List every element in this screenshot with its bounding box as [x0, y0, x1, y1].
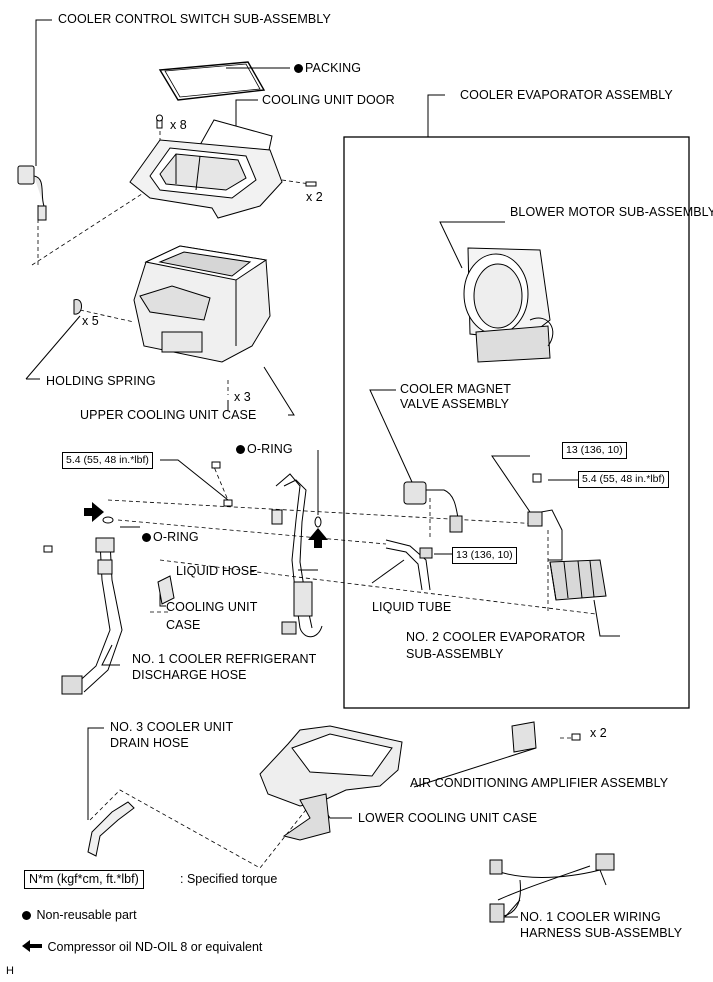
label-ac-amplifier: AIR CONDITIONING AMPLIFIER ASSEMBLY	[410, 776, 669, 790]
o-ring-left-part	[102, 516, 114, 524]
legend-non-reusable: Non-reusable part	[22, 908, 137, 923]
label-packing: PACKING	[294, 61, 361, 76]
blower-motor-part	[463, 247, 554, 363]
label-drain-hose-line2: DRAIN HOSE	[110, 736, 189, 750]
label-magnet-valve-line1: COOLER MAGNET	[400, 382, 512, 396]
drain-hose-part	[87, 801, 135, 857]
qty-springs: x 5	[82, 314, 99, 328]
label-blower-motor: BLOWER MOTOR SUB-ASSEMBLY	[510, 205, 713, 219]
cooler-control-switch-part	[17, 165, 47, 221]
torque-tube-nut: 13 (136, 10)	[452, 547, 517, 564]
oil-arrow-icon-left	[84, 502, 104, 522]
label-lower-case: LOWER COOLING UNIT CASE	[358, 811, 538, 825]
legend-torque-desc: : Specified torque	[180, 872, 278, 886]
packing-part	[158, 61, 266, 101]
label-wiring-harness-line2: HARNESS SUB-ASSEMBLY	[520, 926, 683, 940]
label-no2-evaporator-line1: NO. 2 COOLER EVAPORATOR	[406, 630, 586, 644]
o-ring-top-part	[314, 516, 322, 528]
label-liquid-hose: LIQUID HOSE	[176, 564, 258, 578]
qty-case-screws: x 3	[234, 390, 251, 404]
upper-cooling-unit-case-part	[133, 245, 271, 363]
label-drain-hose-line1: NO. 3 COOLER UNIT	[110, 720, 234, 734]
label-cooler-control-switch: COOLER CONTROL SWITCH SUB-ASSEMBLY	[58, 12, 331, 26]
discharge-hose-part	[61, 537, 123, 695]
non-reusable-dot-icon	[236, 445, 245, 454]
non-reusable-dot-icon	[294, 64, 303, 73]
label-discharge-hose-line2: DISCHARGE HOSE	[132, 668, 247, 682]
corner-mark: H	[6, 965, 15, 977]
oil-arrow-icon	[308, 528, 328, 548]
legend-torque-box: N*m (kgf*cm, ft.*lbf)	[24, 870, 144, 889]
label-cooling-unit-case-line2: CASE	[166, 618, 201, 632]
label-holding-spring: HOLDING SPRING	[46, 374, 156, 388]
cooling-unit-case-bracket	[157, 575, 175, 605]
no2-evaporator-part	[527, 473, 607, 601]
label-cooling-unit-door: COOLING UNIT DOOR	[262, 93, 395, 107]
torque-hose-bolt: 5.4 (55, 48 in.*lbf)	[62, 452, 153, 469]
cooling-unit-door-part	[129, 119, 283, 219]
qty-door-screws: x 8	[170, 118, 187, 132]
label-o-ring-left: O-RING	[142, 530, 199, 545]
magnet-valve-part	[403, 481, 463, 533]
label-o-ring-top: O-RING	[236, 442, 293, 457]
non-reusable-dot-icon	[22, 911, 31, 920]
label-no2-evaporator-line2: SUB-ASSEMBLY	[406, 647, 504, 661]
label-wiring-harness-line1: NO. 1 COOLER WIRING	[520, 910, 661, 924]
label-liquid-tube: LIQUID TUBE	[372, 600, 452, 614]
evaporator-assembly-frame	[343, 136, 690, 709]
liquid-tube-part	[385, 539, 433, 591]
qty-amp-screws: x 2	[590, 726, 607, 740]
label-magnet-valve-line2: VALVE ASSEMBLY	[400, 397, 510, 411]
label-upper-case: UPPER COOLING UNIT CASE	[80, 408, 257, 422]
legend-compressor-oil: Compressor oil ND-OIL 8 or equivalent	[22, 940, 262, 955]
liquid-hose-part	[271, 473, 323, 638]
label-discharge-hose-line1: NO. 1 COOLER REFRIGERANT	[132, 652, 317, 666]
non-reusable-dot-icon	[142, 533, 151, 542]
label-cooling-unit-case-line1: COOLING UNIT	[166, 600, 258, 614]
qty-door-clips: x 2	[306, 190, 323, 204]
lower-cooling-unit-case-part	[259, 725, 403, 841]
holding-spring-part	[73, 299, 82, 315]
label-cooler-evaporator: COOLER EVAPORATOR ASSEMBLY	[460, 88, 673, 102]
oil-arrow-legend-icon	[22, 940, 42, 952]
wiring-harness-part	[489, 853, 615, 923]
torque-evap-top: 13 (136, 10)	[562, 442, 627, 459]
torque-evap-bolt: 5.4 (55, 48 in.*lbf)	[578, 471, 669, 488]
ac-amplifier-part	[511, 721, 581, 753]
